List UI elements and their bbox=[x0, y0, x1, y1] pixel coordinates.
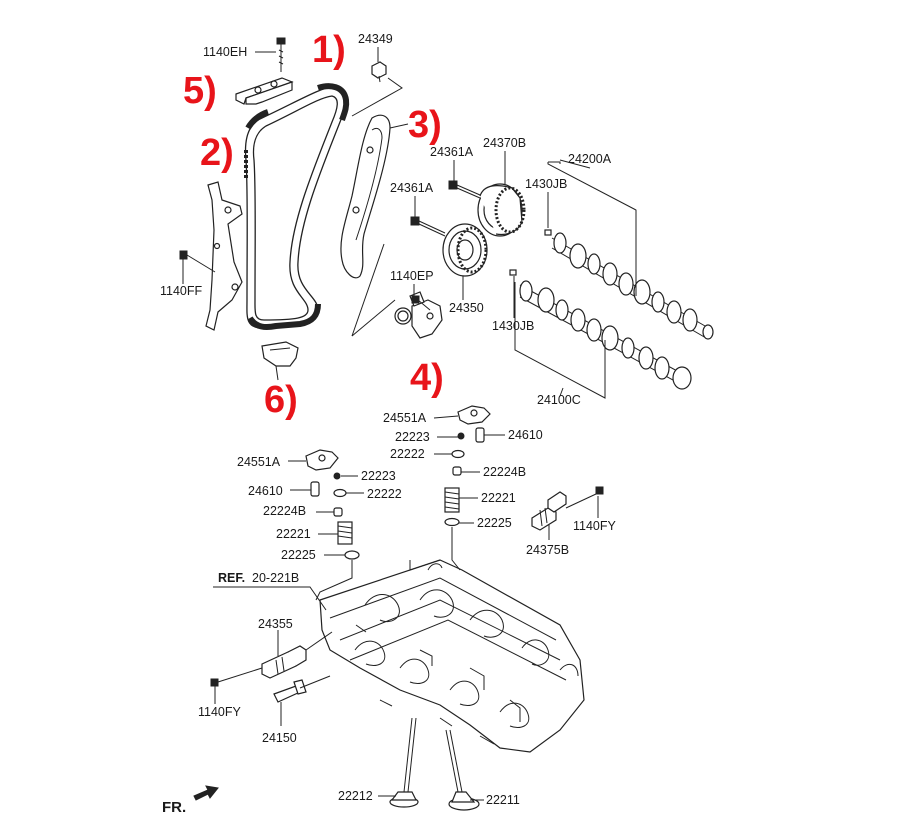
keeper-22223-right bbox=[457, 432, 465, 440]
bolt-1140ff bbox=[179, 250, 216, 273]
front-arrow-icon bbox=[193, 785, 219, 801]
callout-5: 5) bbox=[183, 70, 217, 112]
dowel-1430jb-lower bbox=[509, 269, 517, 276]
chain-guide-top bbox=[235, 77, 294, 105]
chain-guide-left bbox=[205, 181, 243, 331]
label-24370b: 24370B bbox=[483, 136, 526, 150]
label-24375b: 24375B bbox=[526, 543, 569, 557]
leader-24349 bbox=[351, 77, 403, 117]
keeper-22223-left bbox=[333, 472, 341, 480]
retainer-22222-left bbox=[333, 488, 347, 498]
bolt-1140ep bbox=[411, 295, 431, 311]
bolt-24349 bbox=[371, 61, 387, 83]
label-24551a-left: 24551A bbox=[237, 455, 281, 469]
seal-22225-right bbox=[444, 517, 460, 527]
bolt-24361a-upper bbox=[448, 180, 481, 199]
label-22211: 22211 bbox=[486, 793, 520, 807]
callout-1: 1) bbox=[312, 29, 346, 71]
bolt-1140eh bbox=[276, 37, 286, 72]
label-22225-right: 22225 bbox=[477, 516, 512, 530]
bolt-1140fy-left bbox=[210, 667, 263, 687]
label-1140ff: 1140FF bbox=[160, 284, 203, 298]
label-1140fy-left: 1140FY bbox=[198, 705, 242, 719]
bolt-1140fy-right bbox=[565, 486, 604, 509]
label-24200a: 24200A bbox=[568, 152, 612, 166]
cap-22224b-left bbox=[333, 507, 343, 517]
bolt-24361a-lower bbox=[410, 216, 446, 237]
chain-tensioner-arm bbox=[340, 114, 391, 279]
bracket-24100c bbox=[514, 282, 606, 399]
label-1430jb-upper: 1430JB bbox=[525, 177, 567, 191]
valve-spring-22221-right bbox=[444, 487, 460, 513]
label-22212: 22212 bbox=[338, 789, 373, 803]
label-24610-left: 24610 bbox=[248, 484, 283, 498]
label-1140fy-right: 1140FY bbox=[573, 519, 617, 533]
dowel-1430jb-upper bbox=[544, 229, 552, 236]
label-22223-right: 22223 bbox=[395, 430, 430, 444]
label-24350: 24350 bbox=[449, 301, 484, 315]
camshaft-24100c bbox=[519, 280, 692, 390]
cam-sprocket-24350 bbox=[442, 223, 488, 277]
label-24150: 24150 bbox=[262, 731, 297, 745]
label-24349: 24349 bbox=[358, 32, 393, 46]
cylinder-head bbox=[319, 559, 585, 753]
callout-2: 2) bbox=[200, 132, 234, 174]
label-22222-right: 22222 bbox=[390, 447, 425, 461]
oil-control-valve-24355 bbox=[261, 645, 307, 679]
valve-22211 bbox=[445, 729, 480, 811]
callout-6: 6) bbox=[264, 379, 298, 421]
leader-callout3 bbox=[389, 123, 409, 129]
camshaft-24200a bbox=[551, 232, 714, 340]
oil-control-valve-24375b bbox=[531, 491, 567, 531]
leader-tensioner bbox=[351, 299, 396, 337]
ref-label-bold: REF. bbox=[218, 571, 245, 585]
label-24551a-right: 24551A bbox=[383, 411, 427, 425]
rocker-arm-right bbox=[457, 405, 491, 425]
label-24610-right: 24610 bbox=[508, 428, 543, 442]
label-22225-left: 22225 bbox=[281, 548, 316, 562]
label-1140eh: 1140EH bbox=[203, 45, 247, 59]
cap-22224b-right bbox=[452, 466, 462, 476]
label-22224b-right: 22224B bbox=[483, 465, 526, 479]
label-24361a-lower: 24361A bbox=[390, 181, 434, 195]
label-22222-left: 22222 bbox=[367, 487, 402, 501]
label-22221-left: 22221 bbox=[276, 527, 311, 541]
bracket-24200a bbox=[547, 162, 637, 296]
label-24100c: 24100C bbox=[537, 393, 581, 407]
front-label: FR. bbox=[162, 799, 186, 816]
seal-22225-left bbox=[344, 550, 360, 560]
label-24355: 24355 bbox=[258, 617, 293, 631]
label-1140ep: 1140EP bbox=[390, 269, 434, 283]
rocker-arm-left bbox=[305, 449, 339, 471]
label-1430jb-lower: 1430JB bbox=[492, 319, 534, 333]
ref-label-number: 20-221B bbox=[252, 571, 299, 585]
label-22221-right: 22221 bbox=[481, 491, 516, 505]
leader-tensioner-b bbox=[351, 243, 385, 337]
timing-chain bbox=[244, 83, 350, 330]
chain-guide-bottom bbox=[261, 341, 299, 381]
lash-adjuster-24610-left bbox=[310, 481, 320, 497]
retainer-22222-right bbox=[451, 449, 465, 459]
lash-adjuster-24610-right bbox=[475, 427, 485, 443]
label-22223-left: 22223 bbox=[361, 469, 396, 483]
plug-24150 bbox=[273, 675, 331, 703]
callout-3: 3) bbox=[408, 104, 442, 146]
valve-22212 bbox=[389, 717, 419, 808]
valve-spring-22221-left bbox=[337, 521, 353, 545]
label-24361a-upper: 24361A bbox=[430, 145, 474, 159]
cam-sprocket-24370b bbox=[477, 183, 526, 237]
label-22224b-left: 22224B bbox=[263, 504, 306, 518]
callout-4: 4) bbox=[410, 357, 444, 399]
